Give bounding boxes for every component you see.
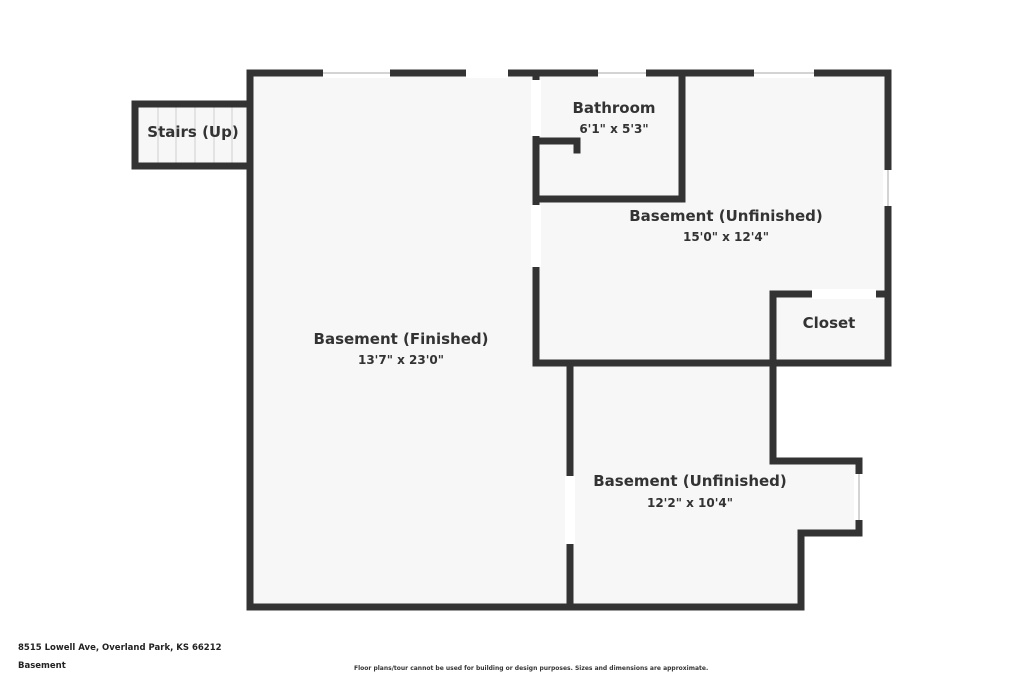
floor-level-label: Basement	[18, 661, 66, 671]
lower-unfinished-label: Basement (Unfinished)	[593, 472, 787, 490]
stairs-floor	[135, 104, 250, 166]
window	[854, 474, 864, 520]
bathroom-dimensions: 6'1" x 5'3"	[579, 122, 648, 136]
floor-fills	[135, 73, 888, 607]
bathroom-door-opening	[531, 80, 541, 136]
closet-door-opening	[812, 289, 876, 299]
bathroom-label: Bathroom	[572, 99, 655, 117]
bathroom-passage-opening	[531, 205, 541, 267]
window	[754, 68, 814, 78]
openings	[323, 68, 893, 544]
lower-room-door-opening	[565, 476, 575, 544]
lower-unfinished-dimensions: 12'2" x 10'4"	[647, 496, 733, 510]
room-labels: Stairs (Up) Basement (Finished) 13'7" x …	[147, 99, 855, 510]
property-address: 8515 Lowell Ave, Overland Park, KS 66212	[18, 643, 222, 653]
closet-label: Closet	[803, 314, 856, 332]
stairs-label: Stairs (Up)	[147, 123, 238, 141]
main-floor	[250, 73, 888, 607]
upper-unfinished-dimensions: 15'0" x 12'4"	[683, 230, 769, 244]
window	[598, 68, 646, 78]
stairs-wall	[131, 100, 254, 170]
door-opening	[466, 68, 508, 78]
walls	[131, 69, 892, 611]
bathroom-stub-wall	[532, 137, 581, 154]
finished-basement-label: Basement (Finished)	[314, 330, 489, 348]
bathroom-wall	[532, 69, 777, 367]
upper-unfinished-label: Basement (Unfinished)	[629, 207, 823, 225]
exterior-wall	[246, 69, 892, 611]
finished-basement-dimensions: 13'7" x 23'0"	[358, 353, 444, 367]
disclaimer-text: Floor plans/tour cannot be used for buil…	[354, 665, 709, 672]
stair-treads	[157, 106, 233, 164]
window	[883, 170, 893, 206]
window	[323, 68, 390, 78]
floor-plan: Stairs (Up) Basement (Finished) 13'7" x …	[131, 68, 893, 611]
bathroom-inner-wall	[532, 69, 686, 203]
